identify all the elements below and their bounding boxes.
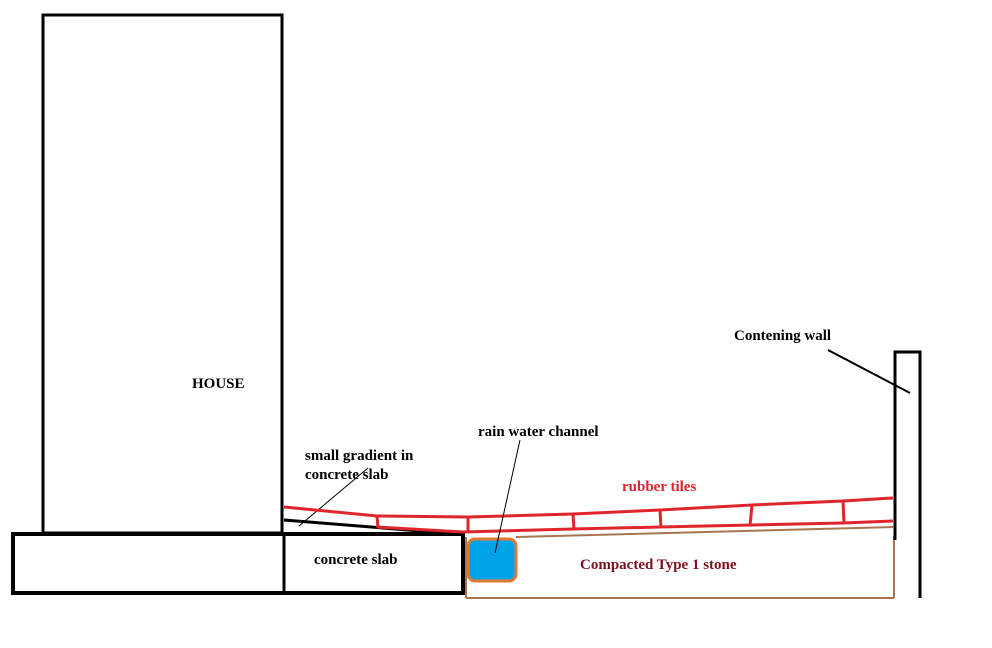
tiles-top-line [283,496,894,519]
rain-channel-label: rain water channel [478,424,599,440]
tile-joint [748,504,754,527]
rubber-tiles-label: rubber tiles [622,479,696,495]
concrete-slab-label: concrete slab [314,552,397,568]
gradient-label-1: small gradient in [305,448,414,464]
stone-label: Compacted Type 1 stone [580,557,737,573]
rubber-tiles [283,496,894,534]
retaining-wall [893,350,922,598]
stone-layer [465,526,895,599]
foundation-slab [11,532,465,595]
gradient-label-2: concrete slab [305,467,388,483]
tile-joint [571,513,576,531]
tile-joint [658,509,663,529]
gradient-pointer [298,467,369,527]
wall-pointer [827,349,911,394]
rain-water-channel [466,537,518,583]
tile-joint [841,500,846,524]
house-label: HOUSE [192,376,245,392]
tiles-bottom-line [376,519,894,534]
channel-pointer [494,439,521,554]
house-outline [41,13,284,535]
wall-label: Contening wall [734,328,831,344]
tile-joint [375,515,380,529]
